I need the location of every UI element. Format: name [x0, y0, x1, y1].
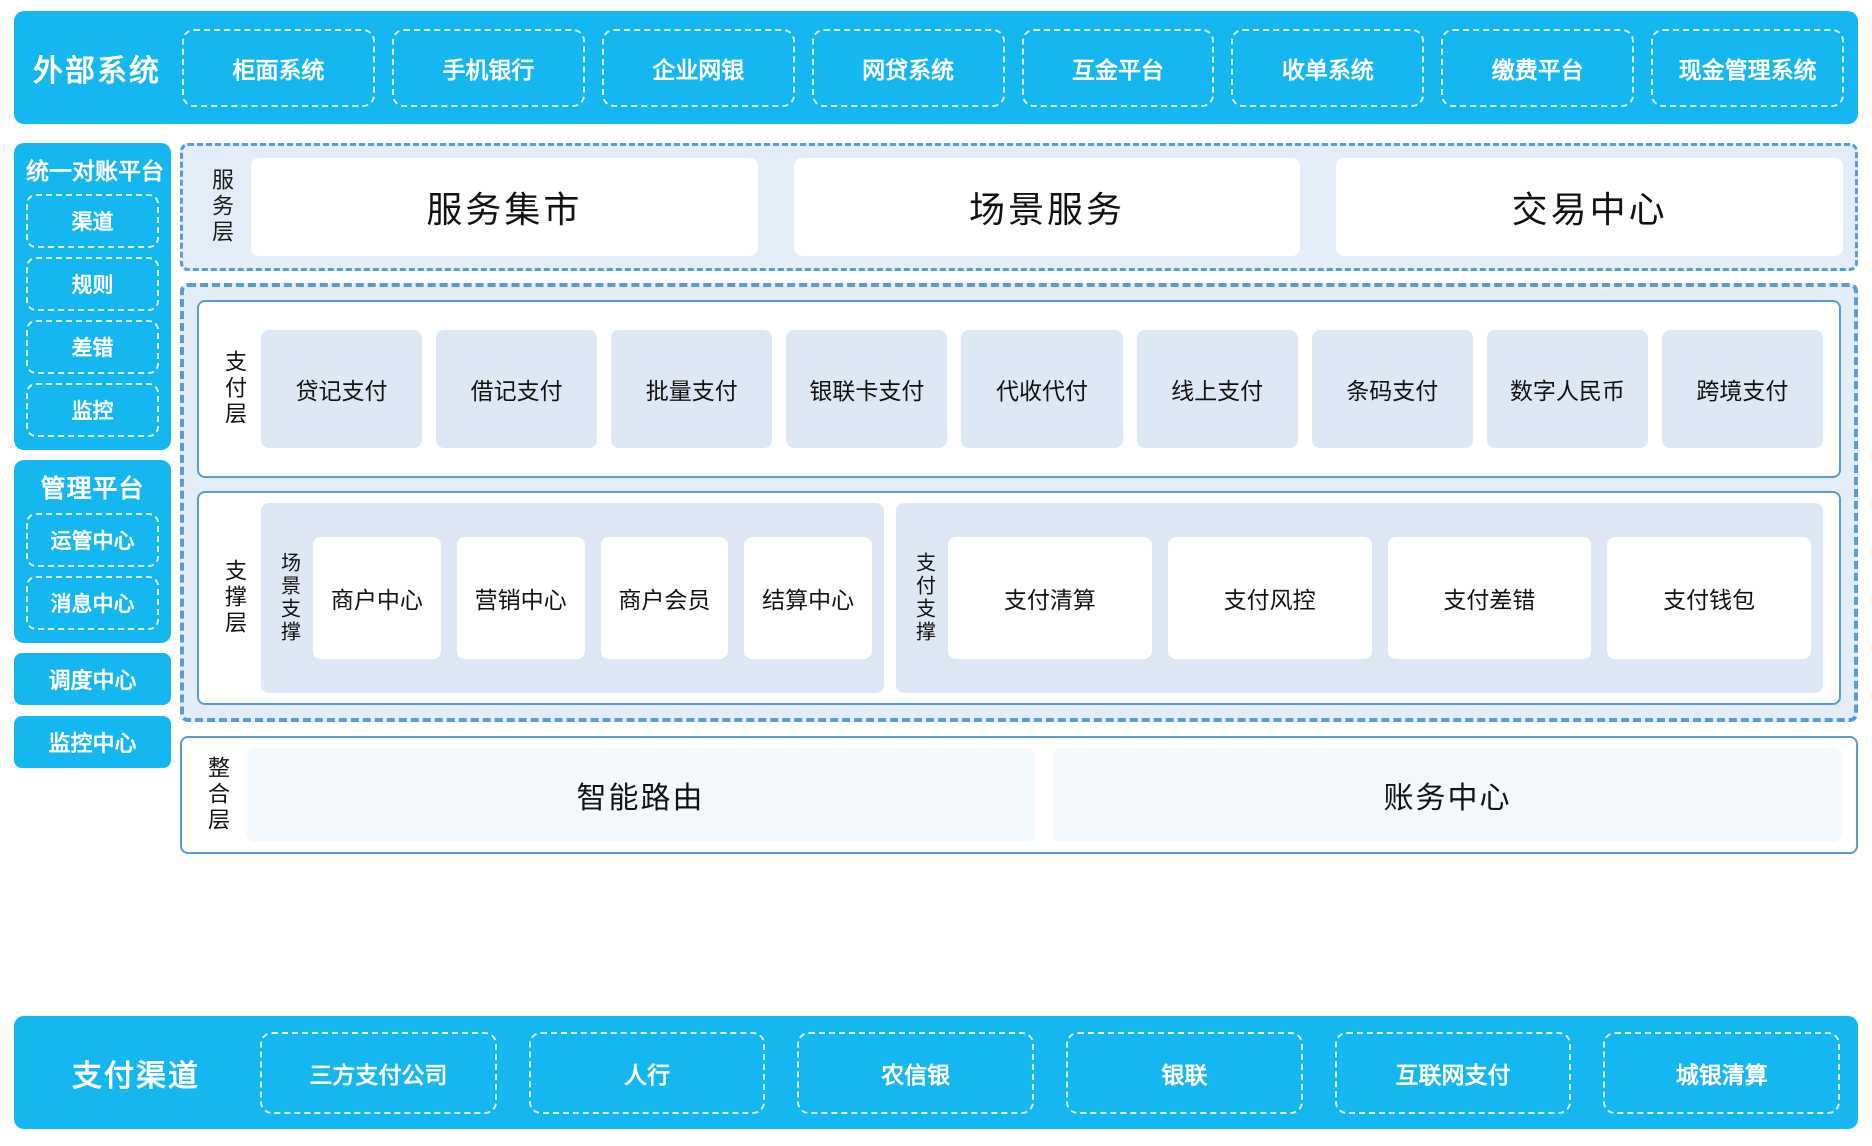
integration-card-smart-routing[interactable]: 智能路由: [246, 748, 1035, 842]
payment-channel-item[interactable]: 城银清算: [1603, 1031, 1841, 1114]
external-system-item[interactable]: 企业网银: [601, 28, 795, 107]
external-system-item[interactable]: 柜面系统: [182, 28, 375, 107]
payment-layer-cards: 贷记支付 借记支付 批量支付 银联卡支付 代收代付 线上支付 条码支付 数字人民…: [257, 312, 1827, 466]
sidebar-panel-management: 管理平台 运管中心 消息中心: [14, 460, 171, 643]
sidebar-panel-reconciliation-title: 统一对账平台: [26, 158, 164, 184]
sidebar-item-monitor[interactable]: 监控: [26, 383, 159, 437]
support-card-settlement-center[interactable]: 结算中心: [744, 537, 872, 659]
service-card-transaction[interactable]: 交易中心: [1336, 158, 1844, 256]
payment-layer-label: 支付层: [222, 350, 247, 428]
payment-layer-box: 支付层 贷记支付 借记支付 批量支付 银联卡支付 代收代付 线上支付 条码支付 …: [197, 300, 1841, 478]
external-system-item[interactable]: 网贷系统: [811, 28, 1005, 107]
sidebar-panel-management-title: 管理平台: [40, 475, 145, 503]
integration-layer-cards: 智能路由 账务中心: [240, 748, 1842, 842]
sidebar-item-message-center[interactable]: 消息中心: [26, 576, 159, 630]
service-layer-cards: 服务集市 场景服务 交易中心: [247, 158, 1844, 256]
integration-layer-box: 整合层 智能路由 账务中心: [180, 736, 1858, 854]
external-system-item[interactable]: 缴费平台: [1441, 28, 1635, 107]
core-layers-group: 支付层 贷记支付 借记支付 批量支付 银联卡支付 代收代付 线上支付 条码支付 …: [180, 283, 1858, 722]
service-card-scenario[interactable]: 场景服务: [793, 158, 1301, 256]
platform-stack: 服务层 服务集市 场景服务 交易中心 支付层 贷记支付 借记支付 批量支付 银联…: [180, 143, 1858, 854]
support-card-payment-clearing[interactable]: 支付清算: [948, 537, 1152, 659]
service-layer-group: 服务层 服务集市 场景服务 交易中心: [180, 143, 1858, 271]
integration-layer-label: 整合层: [205, 756, 230, 834]
payment-card-online[interactable]: 线上支付: [1136, 330, 1298, 448]
sidebar-item-monitoring-center[interactable]: 监控中心: [14, 716, 171, 768]
sidebar: 统一对账平台 渠道 规则 差错 监控 管理平台 运管中心 消息中心 调度中心 监…: [14, 143, 171, 779]
service-layer-label: 服务层: [209, 168, 234, 246]
external-systems-bar: 外部系统 柜面系统 手机银行 企业网银 网贷系统 互金平台 收单系统 缴费平台 …: [14, 11, 1858, 124]
support-layer-groups: 场景支撑 商户中心 营销中心 商户会员 结算中心 支付支撑 支付清算 支付风控 …: [257, 503, 1827, 693]
payment-channel-item[interactable]: 三方支付公司: [260, 1031, 497, 1114]
payment-channels-bar: 支付渠道 三方支付公司 人行 农信银 银联 互联网支付 城银清算: [14, 1016, 1858, 1129]
scene-support-label: 场景支撑: [277, 552, 300, 644]
payment-channels-list: 三方支付公司 人行 农信银 银联 互联网支付 城银清算: [250, 1031, 1858, 1114]
external-systems-list: 柜面系统 手机银行 企业网银 网贷系统 互金平台 收单系统 缴费平台 现金管理系…: [172, 28, 1858, 107]
sidebar-panel-reconciliation: 统一对账平台 渠道 规则 差错 监控: [14, 143, 171, 450]
support-layer-label: 支撑层: [222, 559, 247, 637]
payment-card-unionpay[interactable]: 银联卡支付: [786, 330, 948, 448]
support-card-payment-error[interactable]: 支付差错: [1387, 537, 1592, 659]
payment-support-group: 支付支撑 支付清算 支付风控 支付差错 支付钱包: [896, 503, 1823, 693]
support-card-marketing-center[interactable]: 营销中心: [456, 537, 585, 659]
support-card-merchant-member[interactable]: 商户会员: [600, 537, 729, 659]
payment-channel-item[interactable]: 人行: [528, 1031, 766, 1114]
integration-card-accounting-center[interactable]: 账务中心: [1053, 748, 1842, 842]
sidebar-item-rule[interactable]: 规则: [26, 257, 159, 311]
payment-support-label: 支付支撑: [912, 552, 935, 644]
external-system-item[interactable]: 手机银行: [391, 28, 585, 107]
sidebar-item-error[interactable]: 差错: [26, 320, 159, 374]
service-card-marketplace[interactable]: 服务集市: [251, 158, 758, 256]
payment-card-cross-border[interactable]: 跨境支付: [1661, 330, 1823, 448]
payment-card-digital-rmb[interactable]: 数字人民币: [1486, 330, 1648, 448]
payment-support-cards: 支付清算 支付风控 支付差错 支付钱包: [942, 513, 1811, 683]
payment-card-batch[interactable]: 批量支付: [611, 330, 773, 448]
support-card-merchant-center[interactable]: 商户中心: [313, 537, 441, 659]
scene-support-group: 场景支撑 商户中心 营销中心 商户会员 结算中心: [261, 503, 884, 693]
payment-channels-title: 支付渠道: [72, 1059, 200, 1093]
support-layer-box: 支撑层 场景支撑 商户中心 营销中心 商户会员 结算中心 支付支撑 支付清算: [197, 491, 1841, 705]
sidebar-item-operations-center[interactable]: 运管中心: [26, 513, 159, 567]
external-systems-title: 外部系统: [33, 54, 161, 88]
support-card-payment-wallet[interactable]: 支付钱包: [1607, 537, 1811, 659]
support-card-payment-risk[interactable]: 支付风控: [1167, 537, 1372, 659]
payment-card-barcode[interactable]: 条码支付: [1311, 330, 1473, 448]
scene-support-cards: 商户中心 营销中心 商户会员 结算中心: [307, 513, 872, 683]
payment-card-debit[interactable]: 借记支付: [436, 330, 598, 448]
external-system-item[interactable]: 收单系统: [1231, 28, 1425, 107]
sidebar-item-channel[interactable]: 渠道: [26, 194, 159, 248]
external-system-item[interactable]: 互金平台: [1021, 28, 1215, 107]
sidebar-item-scheduling-center[interactable]: 调度中心: [14, 653, 171, 705]
external-system-item[interactable]: 现金管理系统: [1651, 28, 1844, 107]
payment-channel-item[interactable]: 互联网支付: [1334, 1031, 1572, 1114]
payment-channel-item[interactable]: 银联: [1066, 1031, 1303, 1114]
payment-card-credit[interactable]: 贷记支付: [261, 330, 423, 448]
payment-card-collection-payment[interactable]: 代收代付: [961, 330, 1123, 448]
payment-channel-item[interactable]: 农信银: [797, 1031, 1035, 1114]
